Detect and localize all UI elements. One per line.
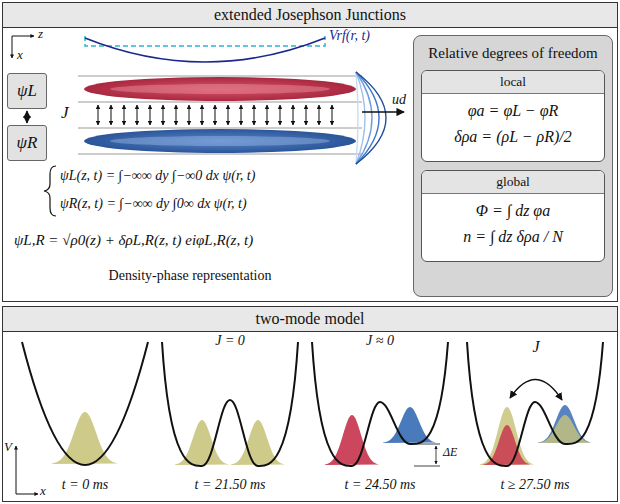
energy-gap [414,444,440,466]
time-label: t = 24.50 ms [345,477,416,493]
wavepacket [175,420,229,465]
connector [26,111,27,123]
box-title: global [422,171,604,194]
tunneling-arrow [266,105,267,125]
potential-label: Vrf(r, t) [329,28,370,44]
tunneling-arrow [331,105,332,125]
tunneling-arrow [175,105,176,125]
tunneling-arrow [97,105,98,125]
formula: n = ∫ dz δρa / N [426,228,600,246]
time-label: t ≥ 27.50 ms [500,477,569,493]
formula: ψL,R = √ρ0(z) + δρL,R(z, t) eiφL,R(z, t) [14,232,253,249]
tunneling-arrow [253,105,254,125]
deformation-curve [356,72,372,164]
mode-box: ψR [7,125,47,161]
mode-box: ψL [7,73,47,109]
deformation-curve [356,72,358,164]
velocity-arrow [362,111,404,112]
formula: ψR(z, t) = ∫−∞∞ dy ∫0∞ dx ψ(r, t) [60,196,247,212]
tunneling-arrow [149,105,150,125]
wavepacket [383,407,437,443]
axis-label: x [40,484,46,499]
wavepacket [538,405,592,443]
tunneling-arrow [188,105,189,125]
panel: two-mode model [2,306,618,502]
box-potential [85,36,325,46]
wavepacket [52,412,118,464]
variable-box: global Φ = ∫ dz φa n = ∫ dz δρa / N [421,170,605,262]
tunneling-arrow [123,105,124,125]
energy-label: ΔE [443,446,457,460]
left-cloud [84,77,356,101]
right-cloud [84,129,356,153]
formula: Φ = ∫ dz φa [426,202,600,220]
deformation-curve [356,72,379,164]
time-label: t = 0 ms [62,477,108,493]
axes [16,446,38,494]
coupling-label: J = 0 [215,333,245,349]
tunneling-arrow [318,105,319,125]
formula: φa = φL − φR [426,102,600,120]
time-label: t = 21.50 ms [195,477,266,493]
tunneling-arrow [214,105,215,125]
tunneling-arrow [279,105,280,125]
brace [44,166,56,216]
formula: δρa = (ρL − ρR)/2 [426,128,600,146]
potentials [22,342,603,466]
rf-potential [85,38,325,62]
group-box: Relative degrees of freedom local φa = φL … [413,35,613,297]
coupling-label: J ≈ 0 [366,333,394,349]
axis-label: V [4,440,12,455]
wavepacket [538,415,592,443]
left-cloud-highlight [110,84,330,94]
tubes [78,76,362,154]
tunneling-arrow [305,105,306,125]
coupling-label: J [532,338,539,356]
formula: ψL(z, t) = ∫−∞∞ dy ∫−∞0 dx ψ(r, t) [60,168,255,184]
group-title: Relative degrees of freedom [414,36,612,66]
mode-label: ψL [17,81,37,101]
axis-label: x [17,48,23,63]
tunneling-arrow [136,105,137,125]
axis-label: z [38,27,43,42]
caption-note: Density-phase representation [109,268,272,284]
mode-label: ψR [17,133,38,153]
tunneling-arrow [240,105,241,125]
tunneling-arrow [510,379,562,400]
panel-title: two-mode model [3,307,617,332]
variable-box: local φa = φL − φR δρa = (ρL − ρR)/2 [421,70,605,162]
deformation-curves [356,72,386,164]
tunneling-arrow [292,105,293,125]
panel-title: extended Josephson Junctions [3,3,617,28]
deformation-curve [356,72,386,164]
right-cloud-highlight [110,136,330,146]
tunneling-arrow [162,105,163,125]
coupling-label: J [61,103,69,123]
tunneling-arrow [201,105,202,125]
box-title: local [422,71,604,94]
wavepackets [52,405,592,465]
panel: extended Josephson Junctions ψL ψR Relative… [2,2,618,302]
tunneling-arrows [98,105,332,125]
tunneling-arrow [227,105,228,125]
wavepacket [231,420,285,465]
axes [12,36,34,58]
velocity-label: ud [392,92,406,108]
tunneling-arrow [110,105,111,125]
